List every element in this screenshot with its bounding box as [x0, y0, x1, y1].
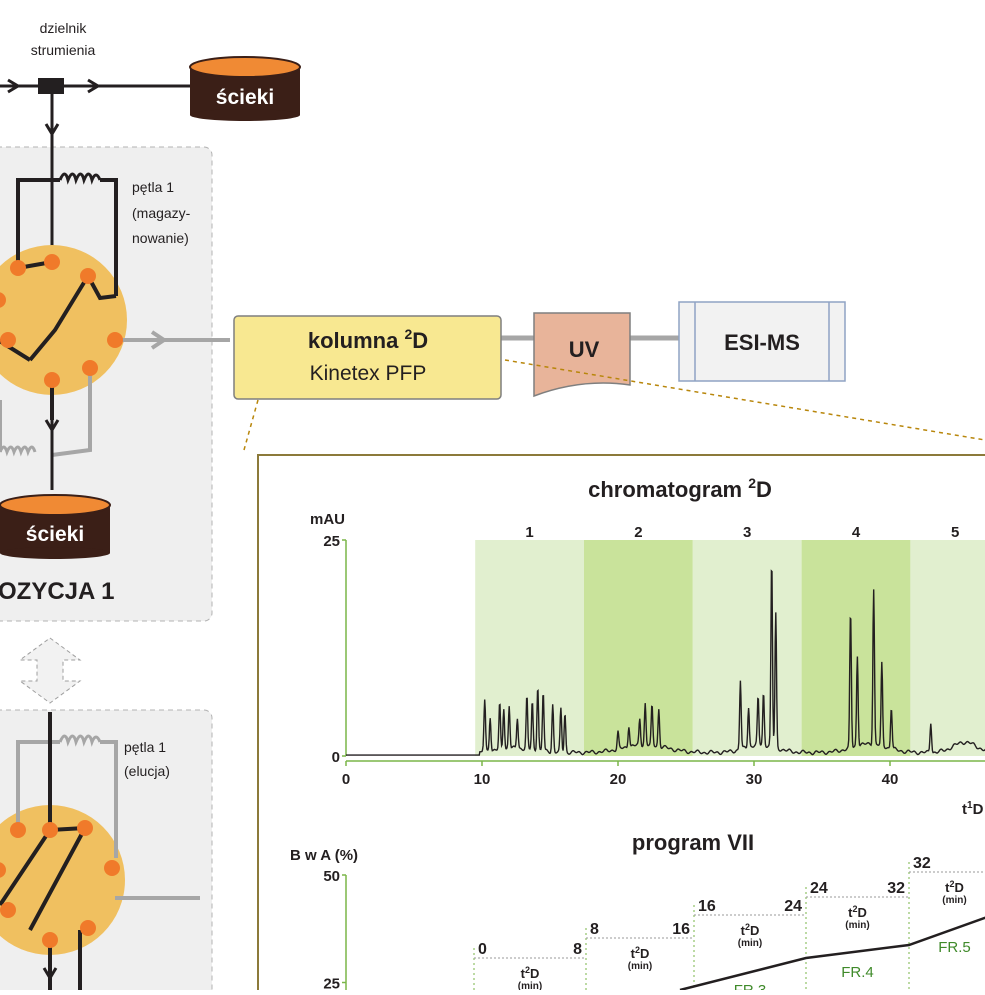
uv-label: UV: [569, 337, 600, 362]
splitter-tee: [38, 78, 64, 94]
splitter-label-2: strumienia: [31, 42, 96, 58]
chromatogram-xtick: 30: [746, 771, 763, 788]
program-segment-start-4: 24: [810, 880, 828, 897]
program-segment-time-label-2: t2D: [631, 945, 650, 961]
ms-label: ESI-MS: [724, 330, 800, 355]
splitter-label-1: dzielnik: [40, 20, 88, 36]
program-segment-unit-2: (min): [628, 961, 652, 972]
switch-double-arrow: [20, 638, 80, 703]
chromatogram-xtick: 0: [342, 771, 350, 788]
program-segment-fraction-5: FR.5: [938, 939, 971, 956]
program-segment-end-1: 8: [573, 941, 582, 958]
program-segment-fraction-4: FR.4: [841, 964, 874, 981]
loop-bottom-line2: (elucja): [124, 763, 170, 779]
fraction-band-2: [584, 540, 693, 756]
program-ytick: 25: [323, 976, 340, 991]
program-segment-end-2: 16: [672, 921, 690, 938]
fraction-label-1: 1: [525, 524, 533, 541]
fraction-label-5: 5: [951, 524, 959, 541]
chromatogram-xtick: 20: [610, 771, 627, 788]
program-segment-unit-1: (min): [518, 981, 542, 990]
chromatogram-xtick: 10: [474, 771, 491, 788]
program-segment-end-4: 32: [887, 880, 905, 897]
chromatogram-ylabel: mAU: [310, 511, 345, 528]
program-segment-start-3: 16: [698, 898, 716, 915]
program-segment-end-3: 24: [784, 898, 802, 915]
waste-label-left: ścieki: [26, 523, 84, 546]
zoom-line-left: [244, 400, 258, 450]
waste-container-left: ścieki: [0, 495, 110, 559]
loop-top-line1: pętla 1: [132, 179, 174, 195]
program-segment-fraction-3: FR.3: [734, 982, 767, 990]
position-label: OZYCJA 1: [0, 578, 114, 605]
program-segment-unit-5: (min): [942, 895, 966, 906]
program-segment-start-2: 8: [590, 921, 599, 938]
fraction-label-3: 3: [743, 524, 751, 541]
program-segment-unit-4: (min): [845, 920, 869, 931]
program-segment-start-1: 0: [478, 941, 487, 958]
program-segment-time-label-4: t2D: [848, 904, 867, 920]
fraction-band-1: [475, 540, 584, 756]
loop-top-line3: nowanie): [132, 230, 189, 246]
fraction-band-5: [910, 540, 985, 756]
program-segment-time-label-3: t2D: [741, 922, 760, 938]
program-title: program VII: [632, 830, 754, 855]
column-subtitle: Kinetex PFP: [310, 362, 427, 385]
fraction-label-4: 4: [852, 524, 861, 541]
chromatogram-title: chromatogram 2D: [588, 475, 772, 502]
chromatogram-ytick: 25: [323, 533, 340, 550]
waste-container-top: ścieki: [190, 57, 300, 121]
chromatogram-xtick: 40: [882, 771, 899, 788]
program-segment-time-label-5: t2D: [945, 879, 964, 895]
program-ytick: 50: [323, 868, 340, 885]
program-segment-unit-3: (min): [738, 938, 762, 949]
program-ylabel: B w A (%): [290, 847, 358, 864]
waste-label-top: ścieki: [216, 86, 274, 109]
loop-bottom-line1: pętla 1: [124, 739, 166, 755]
program-segment-time-label-1: t2D: [521, 965, 540, 981]
loop-top-line2: (magazy-: [132, 205, 191, 221]
chromatogram-xlabel: t1D: [962, 800, 984, 818]
program-segment-start-5: 32: [913, 855, 931, 872]
fraction-label-2: 2: [634, 524, 642, 541]
chromatogram-ytick: 0: [332, 749, 340, 766]
